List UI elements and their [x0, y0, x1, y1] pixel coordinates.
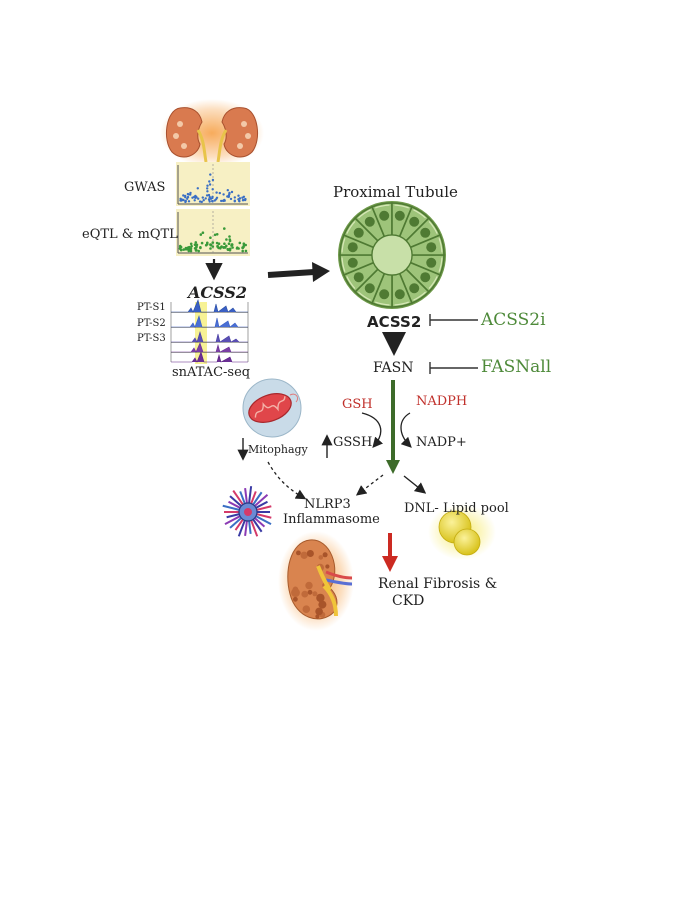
dnl-lipid-pool-label: DNL- Lipid pool — [404, 501, 509, 516]
pathway-to-nlrp3-arrow — [355, 474, 384, 496]
acss2-label: ACSS2 — [367, 313, 422, 331]
eqtl-mqtl-label: eQTL & mQTL — [82, 227, 178, 242]
gwas-plot — [176, 162, 250, 206]
inflammasome-icon — [222, 486, 272, 537]
renal-fibrosis-label: Renal Fibrosis & — [378, 576, 498, 592]
fasnall-label: FASNall — [481, 357, 552, 377]
snatac-seq-label: snATAC-seq — [172, 365, 251, 380]
acss2-gene-label: ACSS2 — [188, 283, 248, 302]
acss2i-label: ACSS2i — [481, 310, 546, 330]
acss2i-inhibition — [429, 314, 478, 326]
pt-s1-label: PT-S1 — [137, 302, 166, 313]
gwas-label: GWAS — [124, 180, 166, 195]
proximal-tubule-label: Proximal Tubule — [333, 183, 458, 201]
kidney-pair-icon — [160, 99, 264, 167]
nadp-label: NADP+ — [416, 435, 467, 450]
fasn-label: FASN — [373, 360, 414, 376]
inflammasome-label: Inflammasome — [283, 512, 380, 527]
mitochondrion-icon — [242, 378, 302, 438]
mitophagy-to-nlrp3-arrow — [267, 461, 307, 500]
nlrp3-label: NLRP3 — [304, 497, 351, 512]
nadph-label: NADPH — [416, 394, 468, 409]
pt-s3-label: PT-S3 — [137, 333, 166, 344]
pt-s2-label: PT-S2 — [137, 318, 166, 329]
fasnall-inhibition — [429, 362, 478, 374]
fibrosis-arrow — [382, 533, 398, 572]
fibrotic-kidney-icon — [278, 531, 354, 631]
proximal-tubule-icon — [338, 201, 446, 309]
eqtl-mqtl-plot — [176, 209, 250, 256]
ckd-label: CKD — [392, 593, 425, 609]
pathway-to-lipid-arrow — [403, 475, 427, 494]
arrow-to-proximal-tubule — [267, 262, 330, 282]
redox-coupling-arrows — [361, 412, 412, 448]
mitophagy-label: Mitophagy — [248, 443, 308, 456]
snatac-tracks — [170, 299, 249, 364]
gsh-label: GSH — [342, 397, 373, 412]
gssh-label: GSSH — [333, 435, 373, 450]
fasn-pathway-arrow — [386, 380, 400, 474]
lipid-droplet-icon — [428, 504, 496, 560]
